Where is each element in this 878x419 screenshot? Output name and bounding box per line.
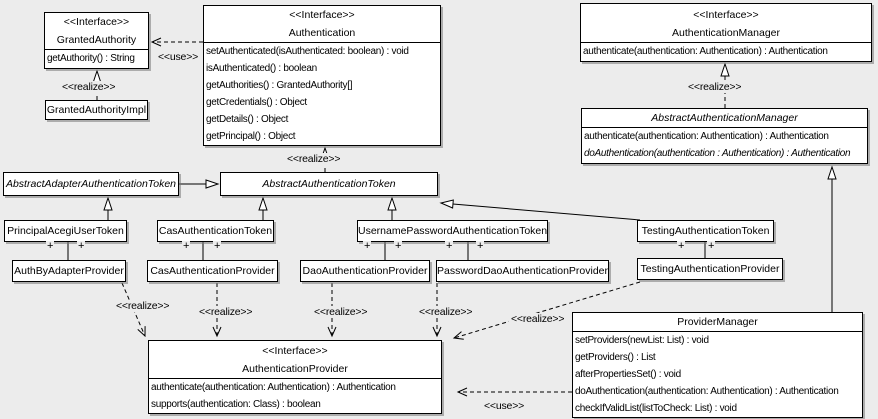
realize-label: <<realize>> (285, 153, 343, 165)
assoc-end-plus: + (213, 240, 222, 252)
method: afterPropertiesSet() : void (575, 369, 681, 380)
method: authenticate(authentication: Authenticat… (584, 131, 829, 142)
method-compartment: authenticate(authentication: Authenticat… (581, 42, 871, 60)
method: getPrincipal() : Object (206, 131, 296, 142)
class-cas-authentication-provider[interactable]: CasAuthenticationProvider (147, 260, 278, 282)
class-password-dao-authentication-provider[interactable]: PasswordDaoAuthenticationProvider (436, 260, 609, 282)
realize-label: <<realize>> (197, 306, 255, 318)
stereotype: <<Interface>> (693, 9, 759, 21)
class-name: AbstractAdapterAuthenticationToken (5, 178, 177, 190)
class-authentication-manager[interactable]: <<Interface>> AuthenticationManager auth… (580, 3, 872, 62)
stereotype: <<Interface>> (289, 9, 355, 21)
class-name: PasswordDaoAuthenticationProvider (437, 265, 608, 277)
class-provider-manager[interactable]: ProviderManager setProviders(newList: Li… (572, 312, 863, 418)
class-header: <<Interface>> Authentication (204, 6, 440, 42)
class-granted-authority[interactable]: <<Interface>> GrantedAuthority getAuthor… (44, 12, 149, 69)
gen-testing-to-token (439, 199, 641, 221)
realize-label: <<realize>> (60, 81, 118, 93)
method: checkIfValidList(listToCheck: List) : vo… (575, 403, 737, 414)
class-header: <<Interface>> AuthenticationManager (581, 4, 871, 42)
method-compartment: authenticate(authentication: Authenticat… (582, 127, 867, 162)
stereotype: <<Interface>> (63, 16, 130, 28)
class-name: TestingAuthenticationProvider (640, 263, 780, 275)
method: supports(authentication: Class) : boolea… (151, 399, 321, 410)
class-principal-acegi-user-token[interactable]: PrincipalAcegiUserToken (4, 220, 127, 242)
method-compartment: setProviders(newList: List) : void getPr… (573, 331, 862, 417)
class-abstract-authentication-manager[interactable]: AbstractAuthenticationManager authentica… (581, 108, 868, 164)
class-header: ProviderManager (573, 313, 862, 331)
method: getAuthority() : String (47, 53, 135, 64)
class-name: AuthenticationProvider (242, 363, 348, 375)
method: setAuthenticated(isAuthenticated: boolea… (206, 46, 409, 57)
class-dao-authentication-provider[interactable]: DaoAuthenticationProvider (300, 260, 430, 282)
class-header: <<Interface>> GrantedAuthority (45, 13, 148, 49)
realize-label: <<realize>> (312, 306, 370, 318)
assoc-end-plus: + (677, 240, 686, 252)
assoc-end-plus: + (476, 240, 485, 252)
class-name: AbstractAuthenticationManager (651, 112, 798, 124)
class-name: AuthenticationManager (672, 27, 780, 39)
method: getAuthorities() : GrantedAuthority[] (206, 80, 353, 91)
assoc-end-plus: + (77, 240, 86, 252)
class-granted-authority-impl[interactable]: GrantedAuthorityImpl (45, 100, 148, 120)
class-name: GrantedAuthorityImpl (46, 104, 147, 116)
class-name: Authentication (288, 27, 356, 39)
method: doAuthentication(authentication : Authen… (584, 148, 851, 159)
use-label: <<use>> (156, 51, 201, 63)
class-testing-authentication-provider[interactable]: TestingAuthenticationProvider (637, 258, 783, 280)
class-name: UsernamePasswordAuthenticationToken (358, 225, 547, 237)
method: authenticate(authentication: Authenticat… (151, 382, 396, 393)
class-name: PrincipalAcegiUserToken (7, 225, 124, 237)
class-authentication[interactable]: <<Interface>> Authentication setAuthenti… (203, 5, 441, 146)
realize-label: <<realize>> (114, 300, 172, 312)
assoc-end-plus: + (707, 240, 716, 252)
method: doAuthentication(authentication: Authent… (575, 386, 839, 397)
assoc-end-plus: + (182, 240, 191, 252)
method: isAuthenticated() : boolean (206, 63, 317, 74)
realize-testingprovider (452, 281, 641, 340)
class-name: DaoAuthenticationProvider (302, 265, 428, 277)
class-auth-by-adapter-provider[interactable]: AuthByAdapterProvider (12, 260, 126, 282)
realize-label: <<realize>> (509, 313, 567, 325)
method-compartment: getAuthority() : String (45, 49, 148, 67)
class-cas-authentication-token[interactable]: CasAuthenticationToken (157, 220, 274, 242)
class-name: TestingAuthenticationToken (641, 225, 770, 237)
class-header: <<Interface>> AuthenticationProvider (149, 341, 441, 378)
assoc-end-plus: + (445, 240, 454, 252)
class-name: ProviderManager (677, 316, 758, 328)
method: getCredentials() : Object (206, 97, 307, 108)
class-authentication-provider[interactable]: <<Interface>> AuthenticationProvider aut… (148, 340, 442, 414)
method-compartment: authenticate(authentication: Authenticat… (149, 378, 441, 413)
realize-label: <<realize>> (686, 81, 744, 93)
class-name: AuthByAdapterProvider (14, 265, 124, 277)
class-name: GrantedAuthority (56, 34, 137, 46)
class-testing-authentication-token[interactable]: TestingAuthenticationToken (637, 220, 774, 242)
method-compartment: setAuthenticated(isAuthenticated: boolea… (204, 42, 440, 145)
method: setProviders(newList: List) : void (575, 335, 709, 346)
class-abstract-adapter-authentication-token[interactable]: AbstractAdapterAuthenticationToken (3, 172, 179, 196)
method: getDetails() : Object (206, 114, 289, 125)
stereotype: <<Interface>> (262, 345, 328, 357)
method: authenticate(authentication: Authenticat… (583, 46, 828, 57)
class-username-password-authentication-token[interactable]: UsernamePasswordAuthenticationToken (357, 220, 548, 242)
method: getProviders() : List (575, 352, 656, 363)
assoc-end-plus: + (46, 240, 55, 252)
assoc-end-plus: + (394, 240, 403, 252)
class-header: AbstractAuthenticationManager (582, 109, 867, 127)
class-name: CasAuthenticationToken (158, 225, 273, 237)
class-name: CasAuthenticationProvider (150, 265, 275, 277)
class-name: AbstractAuthenticationToken (262, 178, 396, 190)
assoc-end-plus: + (363, 240, 372, 252)
class-abstract-authentication-token[interactable]: AbstractAuthenticationToken (220, 172, 438, 196)
use-label: <<use>> (482, 400, 527, 412)
realize-label: <<realize>> (417, 306, 475, 318)
